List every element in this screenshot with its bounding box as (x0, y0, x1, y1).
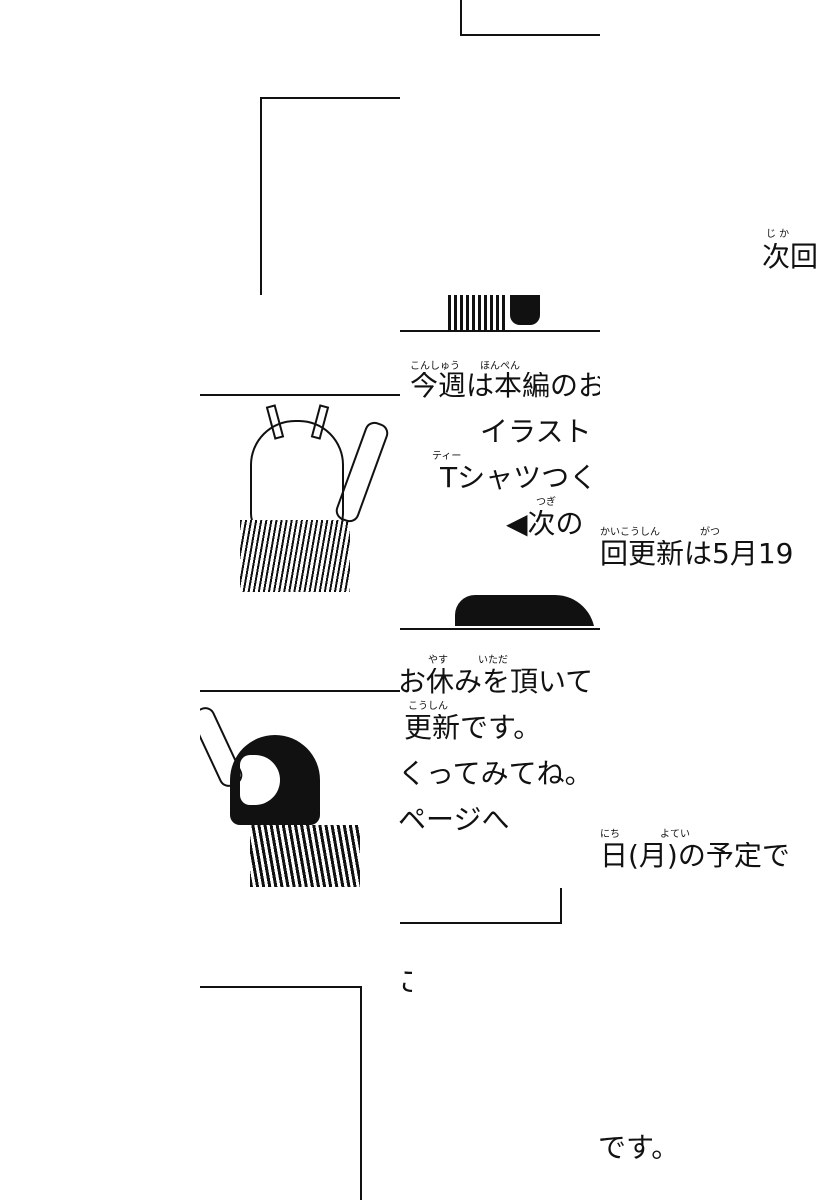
illustration-black-shape (450, 590, 600, 626)
illustration-girl-dark-hair (200, 695, 360, 887)
ruby-text: こうしん (408, 701, 448, 712)
text-fragment: Tシャツつく (440, 464, 598, 492)
text-fragment: 次回 (762, 243, 819, 271)
text-fragment: 回更新は5月19 (600, 540, 794, 568)
panel-border (400, 330, 600, 332)
ruby-text: こんしゅう ほんぺん (410, 361, 520, 372)
ruby-text: かいこうしん がつ (600, 527, 720, 538)
panel-border (200, 986, 362, 988)
panel-border (260, 97, 262, 295)
ruby-text: やす いただ (428, 655, 508, 666)
text-fragment: 更新です。 (404, 714, 542, 742)
text-fragment: イラスト (480, 418, 592, 446)
text-fragment: お休みを頂いて (398, 668, 594, 696)
text-fragment: くってみてね。 (398, 760, 593, 788)
panel-border (400, 628, 600, 630)
panel-border (460, 34, 600, 36)
ruby-text: つぎ (536, 497, 556, 508)
panel-border (460, 0, 462, 36)
illustration-girl-horns (230, 400, 400, 592)
panel-border (560, 888, 562, 924)
panel-border (360, 986, 362, 1200)
text-fragment: ◀次の (506, 510, 584, 538)
ruby-text: にち よてい (600, 829, 690, 840)
text-fragment: こ (398, 968, 412, 996)
panel-border (260, 97, 400, 99)
panel-border (200, 690, 400, 692)
panel-border (200, 394, 400, 396)
text-fragment: ページへ (398, 806, 510, 834)
illustration-fragment-top (440, 295, 580, 330)
panel-border (400, 922, 562, 924)
text-fragment: です。 (598, 1134, 680, 1162)
text-fragment: 日(月)の予定で (600, 842, 790, 870)
ruby-text: じ か (766, 229, 790, 240)
text-fragment: 今週は本編のお (410, 372, 600, 400)
ruby-text: ティー (432, 451, 462, 462)
